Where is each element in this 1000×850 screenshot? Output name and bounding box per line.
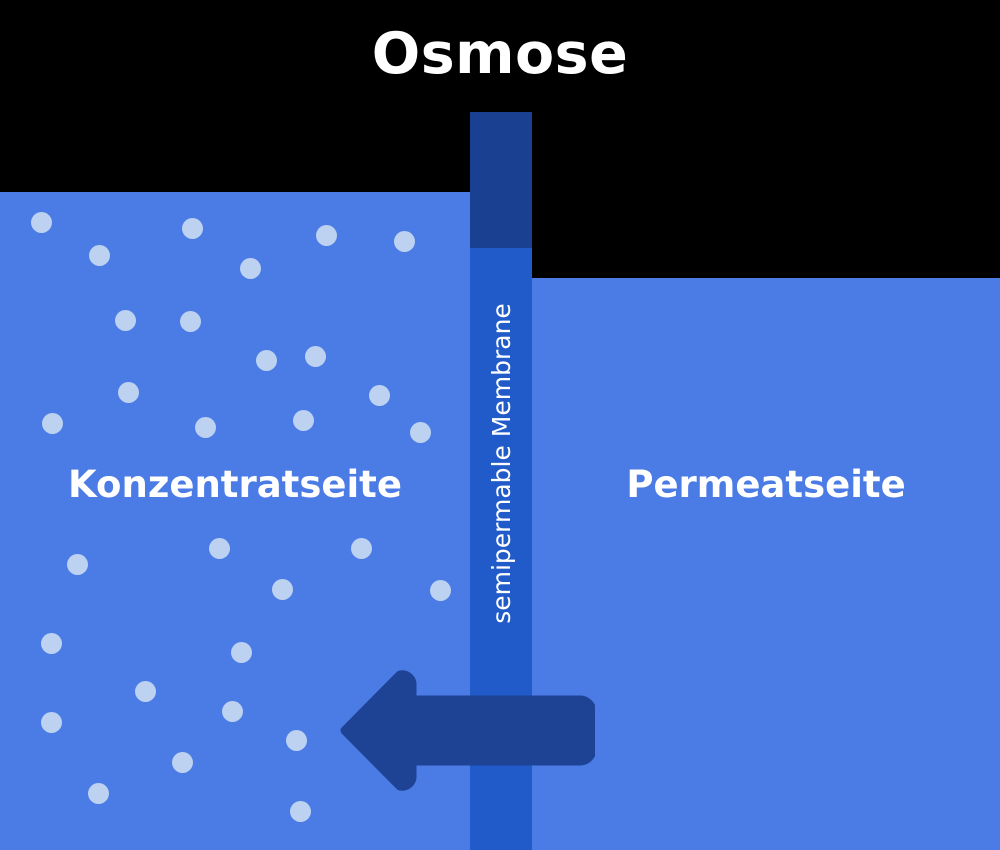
solute-particle xyxy=(272,579,293,600)
solute-particle xyxy=(293,410,314,431)
solute-particle xyxy=(180,311,201,332)
solute-particle xyxy=(41,712,62,733)
concentrate-side-label: Konzentratseite xyxy=(68,463,402,506)
solute-particle xyxy=(209,538,230,559)
solute-particle xyxy=(31,212,52,233)
solute-particle xyxy=(305,346,326,367)
solute-particle xyxy=(256,350,277,371)
solute-particle xyxy=(135,681,156,702)
solute-particle xyxy=(195,417,216,438)
solute-particle xyxy=(290,801,311,822)
solute-particle xyxy=(286,730,307,751)
solute-particle xyxy=(115,310,136,331)
permeate-side-label: Permeatseite xyxy=(626,463,906,506)
solute-particle xyxy=(182,218,203,239)
solute-particle xyxy=(88,783,109,804)
permeate-side-water xyxy=(532,278,1000,850)
solute-particle xyxy=(118,382,139,403)
solute-particle xyxy=(222,701,243,722)
solute-particle xyxy=(369,385,390,406)
membrane-upper-segment xyxy=(470,112,532,248)
solute-particle xyxy=(351,538,372,559)
solute-particle xyxy=(41,633,62,654)
water-flow-arrow-icon xyxy=(340,670,595,791)
solute-particle xyxy=(231,642,252,663)
solute-particle xyxy=(67,554,88,575)
solute-particle xyxy=(394,231,415,252)
solute-particle xyxy=(42,413,63,434)
solute-particle xyxy=(410,422,431,443)
solute-particle xyxy=(89,245,110,266)
solute-particle xyxy=(240,258,261,279)
solute-particle xyxy=(316,225,337,246)
solute-particle xyxy=(172,752,193,773)
solute-particle xyxy=(430,580,451,601)
page-title: Osmose xyxy=(371,21,629,87)
